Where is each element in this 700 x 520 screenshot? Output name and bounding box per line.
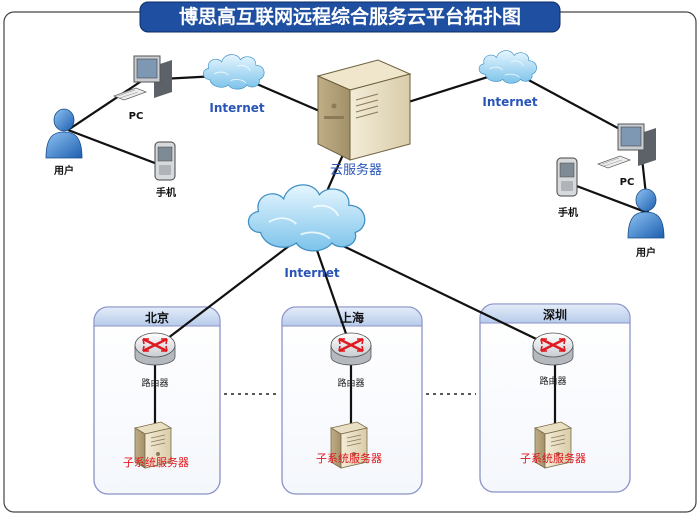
pc-label: PC [620, 177, 635, 188]
desktop-pc-icon [597, 123, 657, 169]
internet-label: Internet [284, 266, 339, 280]
router-label: 路由器 [337, 377, 364, 389]
router-icon [531, 331, 575, 367]
desktop-pc-icon [113, 55, 173, 101]
branch-name: 上海 [340, 310, 364, 325]
cloud-icon [478, 50, 538, 84]
server-icon [316, 59, 412, 161]
mobile-phone-icon [556, 157, 578, 197]
diagram-title: 博思高互联网远程综合服务云平台拓扑图 [179, 5, 521, 28]
user-icon [627, 188, 665, 239]
title-banner: 博思高互联网远程综合服务云平台拓扑图 [139, 1, 561, 33]
router-icon [133, 331, 177, 367]
mobile-phone-icon [154, 141, 176, 181]
internet-label: Internet [209, 101, 264, 115]
cloud-icon [202, 54, 265, 90]
subsystem-server-label: 子系统服务器 [520, 452, 586, 465]
subsystem-server-label: 子系统服务器 [123, 456, 189, 469]
branch-name: 深圳 [543, 307, 567, 322]
phone-label: 手机 [156, 186, 176, 199]
router-label: 路由器 [141, 377, 168, 389]
user-label: 用户 [53, 164, 74, 177]
subsystem-server-label: 子系统服务器 [316, 452, 382, 465]
cloud-server-label: 云服务器 [330, 162, 382, 178]
user-label: 用户 [635, 246, 656, 259]
cloud-icon [247, 184, 366, 252]
phone-label: 手机 [558, 206, 578, 219]
pc-label: PC [129, 111, 144, 122]
internet-label: Internet [482, 95, 537, 109]
router-label: 路由器 [539, 375, 566, 387]
branch-name: 北京 [145, 310, 169, 325]
router-icon [329, 331, 373, 367]
